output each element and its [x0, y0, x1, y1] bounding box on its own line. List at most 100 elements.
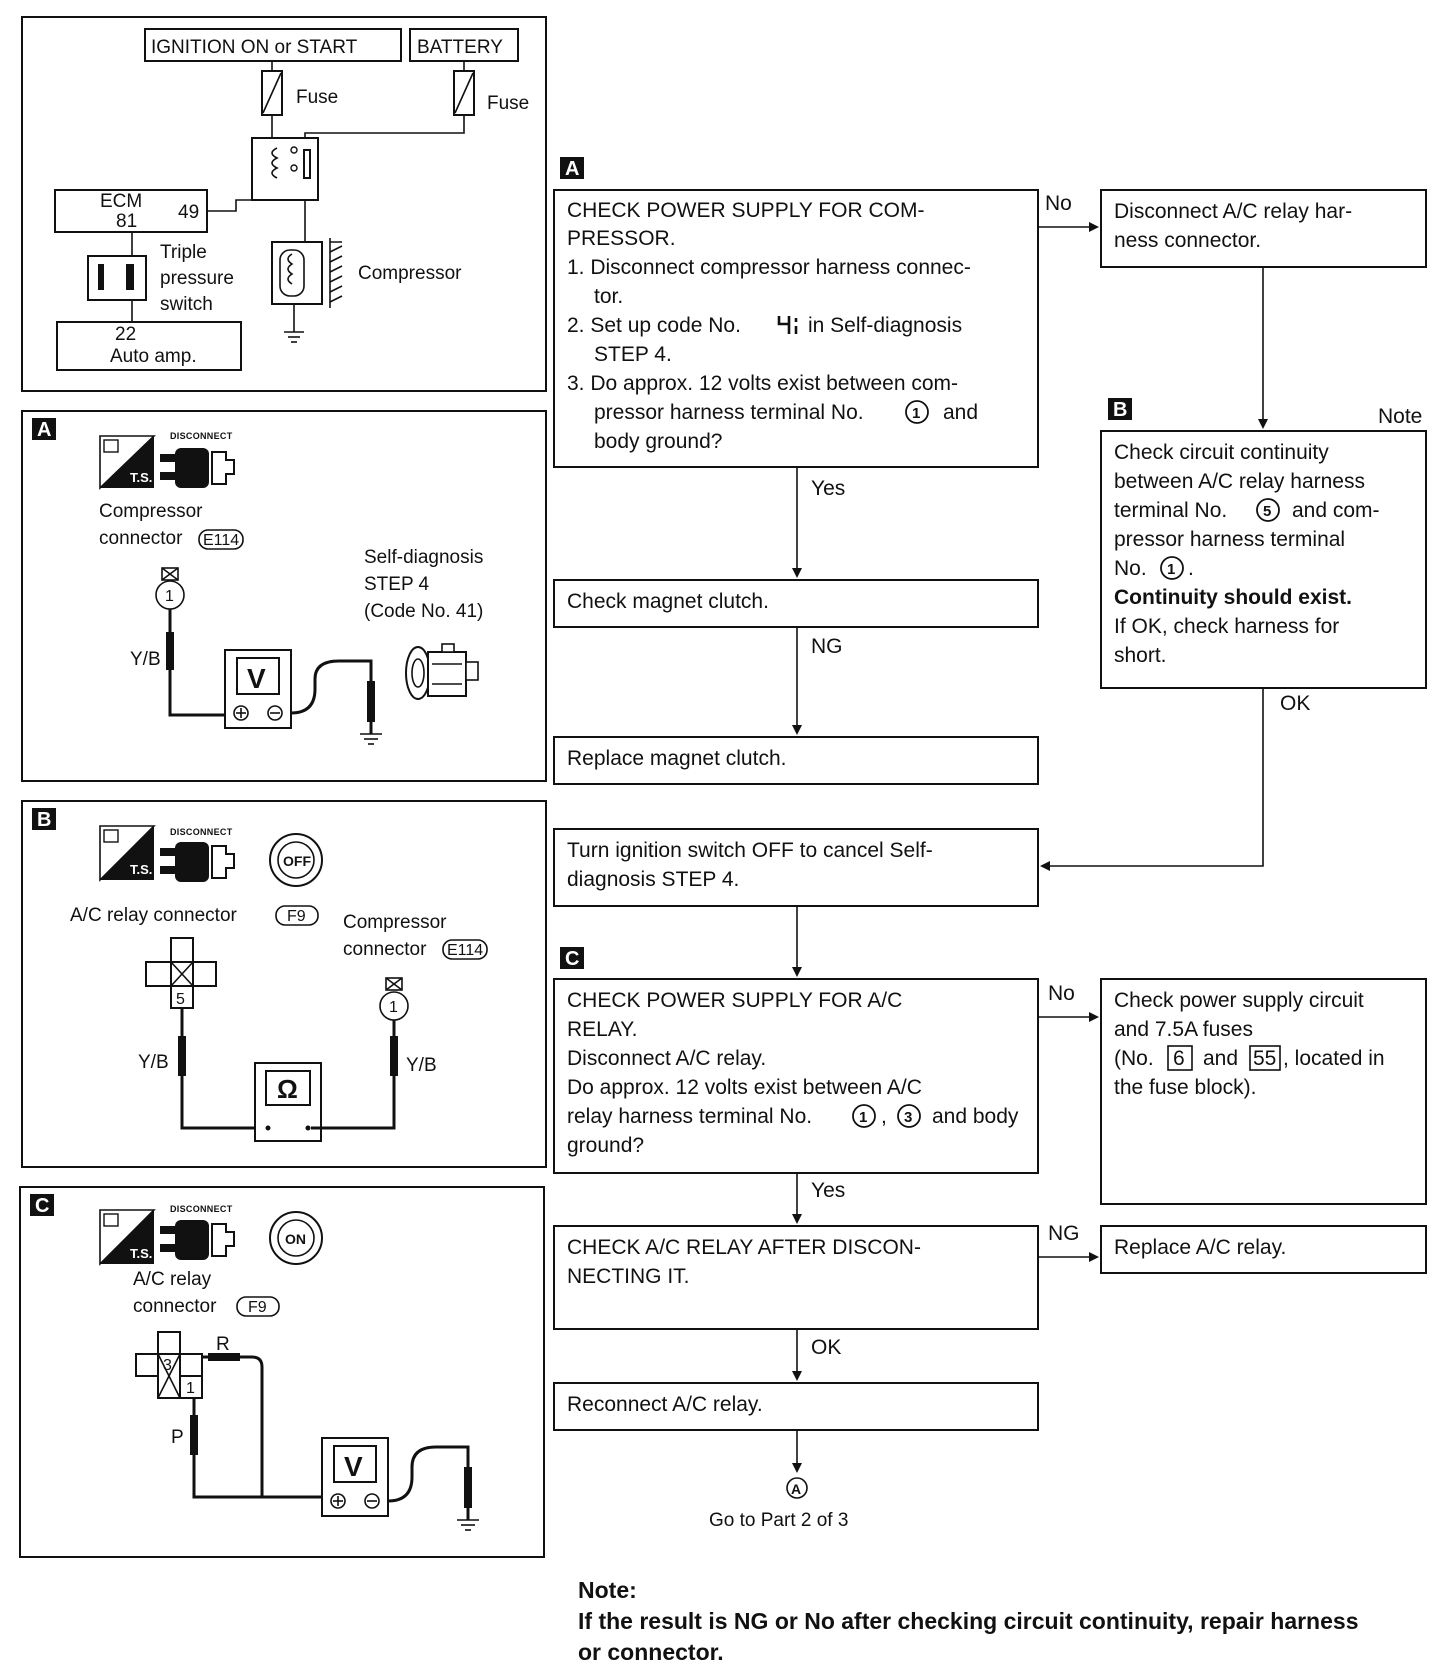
wire-color-yb: Y/B: [130, 649, 161, 670]
ts-icon: T.S.: [99, 435, 156, 490]
svg-text:and body: and body: [932, 1105, 1019, 1128]
connector-code-f9: F9: [287, 908, 306, 925]
svg-text:Disconnect A/C relay.: Disconnect A/C relay.: [567, 1047, 766, 1070]
svg-text:Check magnet clutch.: Check magnet clutch.: [567, 590, 769, 613]
wire-color-yb-right: Y/B: [406, 1055, 437, 1076]
no-label-1: No: [1045, 192, 1072, 215]
go-to-part-2-link[interactable]: Go to Part 2 of 3: [709, 1510, 848, 1531]
disconnect-label: DISCONNECT: [170, 431, 233, 441]
svg-text:STEP 4.: STEP 4.: [594, 343, 672, 366]
auto-amp-box: [56, 321, 242, 371]
auto-amp-label: Auto amp.: [110, 346, 197, 367]
ignition-key-off-icon: OFF: [269, 833, 323, 887]
svg-text:V: V: [247, 663, 266, 694]
ecm-terminal-49: 49: [178, 202, 199, 223]
panel-a-tag: [32, 418, 56, 440]
no-label-2: No: [1048, 982, 1075, 1005]
svg-text:and com-: and com-: [1292, 499, 1380, 522]
triple-label-1: Triple: [160, 242, 207, 263]
wire-color-yb-left: Y/B: [138, 1052, 169, 1073]
ok-label-1: OK: [1280, 692, 1310, 715]
svg-text:T.S.: T.S.: [130, 1246, 152, 1261]
ok-label-2: OK: [811, 1336, 841, 1359]
svg-text:PRESSOR.: PRESSOR.: [567, 227, 676, 250]
flow-tag-c: [560, 947, 584, 969]
ecm-label: ECM: [100, 191, 142, 212]
disconnect-connector-icon: [160, 842, 235, 882]
svg-text:, located in: , located in: [1283, 1047, 1385, 1070]
panel-b-tag: [32, 808, 56, 830]
svg-text:and 7.5A fuses: and 7.5A fuses: [1114, 1018, 1253, 1041]
auto-amp-terminal-22: 22: [115, 324, 136, 345]
terminal-3: 3: [163, 1357, 172, 1374]
fuse-6-box: [1167, 1045, 1193, 1071]
compressor-icon: [405, 643, 479, 700]
yes-label-2: Yes: [811, 1179, 845, 1202]
terminal-1-circle: 1: [852, 1104, 876, 1128]
panel-c: C T.S. DISCONNECT ON A/C relay connector…: [19, 1186, 545, 1558]
ground-icon: [360, 733, 382, 745]
svg-text:Check power supply circuit: Check power supply circuit: [1114, 989, 1364, 1012]
terminal-1: 1: [186, 1380, 195, 1397]
terminal-1-circle: 1: [1160, 556, 1184, 580]
connector-code-e114: E114: [203, 532, 239, 549]
compressor-label: Compressor: [358, 263, 462, 284]
wire-color-p: P: [171, 1427, 184, 1448]
probe-icon: [385, 977, 403, 991]
disconnect-connector-icon: [160, 448, 235, 488]
svg-text:2. Set up code No.: 2. Set up code No.: [567, 314, 741, 337]
relay-connector-label: A/C relay connector: [70, 905, 238, 926]
svg-text:(No.: (No.: [1114, 1047, 1154, 1070]
svg-text:Replace A/C relay.: Replace A/C relay.: [1114, 1236, 1286, 1259]
svg-text:Turn ignition switch OFF to ca: Turn ignition switch OFF to cancel Self-: [567, 839, 933, 862]
check-magnet-box: [553, 579, 1039, 628]
svg-text:ON: ON: [285, 1231, 306, 1247]
svg-text:3. Do approx. 12 volts exist b: 3. Do approx. 12 volts exist between com…: [567, 372, 958, 395]
svg-text:B: B: [37, 809, 51, 831]
relay-label: A/C relay: [133, 1269, 212, 1290]
compressor-connector-label: Compressor: [99, 501, 203, 522]
triple-label-2: pressure: [160, 268, 234, 289]
svg-text:A: A: [37, 419, 51, 441]
disconnect-connector-icon: [160, 1220, 235, 1260]
svg-text:short.: short.: [1114, 644, 1167, 667]
svg-text:tor.: tor.: [594, 285, 623, 308]
svg-text:ness connector.: ness connector.: [1114, 229, 1261, 252]
reconnect-relay-box: [553, 1382, 1039, 1431]
svg-text:1: 1: [1167, 561, 1175, 578]
svg-text:5: 5: [1263, 503, 1271, 520]
svg-text:relay harness terminal No.: relay harness terminal No.: [567, 1105, 812, 1128]
self-diagnosis-label: Self-diagnosis: [364, 547, 483, 568]
step-label: STEP 4: [364, 574, 430, 595]
svg-text:B: B: [1113, 399, 1127, 421]
check-relay-box: [553, 1225, 1039, 1330]
note-block: Note: If the result is NG or No after ch…: [578, 1575, 1438, 1668]
svg-text:A: A: [565, 158, 579, 180]
panel-c-tag: [30, 1194, 54, 1216]
flow-tag-b: [1108, 398, 1132, 420]
connector-label: connector: [99, 528, 183, 549]
ng-label-1: NG: [811, 635, 843, 658]
svg-text:ground?: ground?: [567, 1134, 644, 1157]
connector-label: connector: [343, 939, 427, 960]
connector-code-e114: E114: [447, 942, 483, 959]
probe-icon: [161, 567, 179, 581]
flowchart: A B C CHECK POWER SUPPLY FOR COM- PRESSO…: [553, 157, 1427, 1531]
note-text-2: or connector.: [578, 1639, 724, 1665]
svg-text:55: 55: [1253, 1047, 1276, 1070]
compressor-label: Compressor: [343, 912, 447, 933]
ground-icon: [284, 331, 304, 343]
svg-text:and: and: [1203, 1047, 1238, 1070]
svg-text:T.S.: T.S.: [130, 862, 152, 877]
svg-text:the fuse block).: the fuse block).: [1114, 1076, 1256, 1099]
replace-magnet-box: [553, 736, 1039, 785]
terminal-1: 1: [389, 999, 398, 1016]
svg-text:and: and: [943, 401, 978, 424]
svg-text:1. Disconnect compressor harne: 1. Disconnect compressor harness connec-: [567, 256, 971, 279]
svg-text:3: 3: [904, 1109, 912, 1126]
svg-text:in Self-diagnosis: in Self-diagnosis: [808, 314, 962, 337]
svg-text:Ω: Ω: [277, 1074, 298, 1104]
terminal-1: 1: [165, 588, 174, 605]
svg-text:CHECK POWER SUPPLY FOR COM-: CHECK POWER SUPPLY FOR COM-: [567, 199, 924, 222]
battery-label: BATTERY: [417, 37, 503, 58]
